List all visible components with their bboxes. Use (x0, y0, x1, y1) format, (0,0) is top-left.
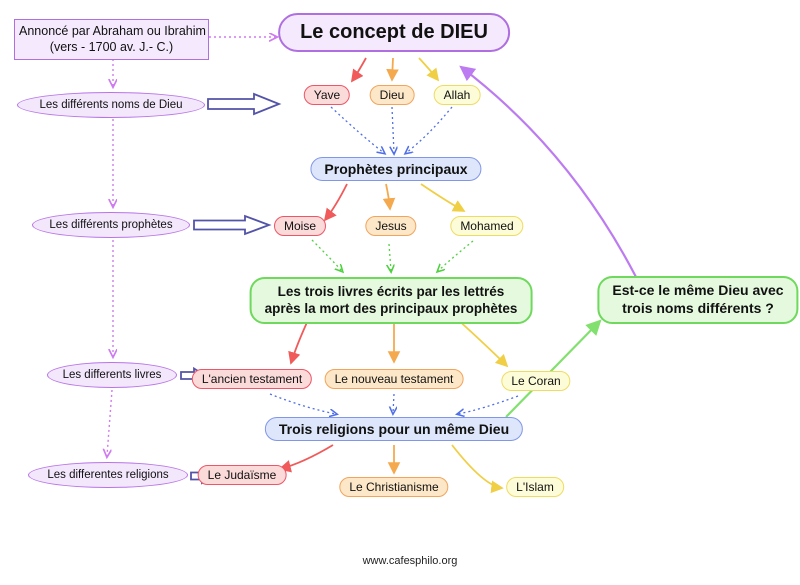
edges-booksbox-books (288, 317, 509, 368)
node-dieu: Dieu (369, 85, 415, 105)
label-prophets: Les différents prophètes (32, 212, 190, 238)
box-question-line2: trois noms différents ? (622, 299, 774, 316)
site-url: www.cafesphilo.org (362, 555, 458, 567)
annotation-box: Annoncé par Abraham ou Ibrahim (vers - 1… (14, 19, 209, 60)
node-jesus: Jesus (365, 216, 417, 236)
node-nouveau-testament: Le nouveau testament (324, 369, 464, 389)
label-names: Les différents noms de Dieu (17, 92, 205, 118)
annotation-line1: Annoncé par Abraham ou Ibrahim (19, 24, 206, 38)
hollow-arrow-names (207, 92, 282, 116)
hollow-arrow-prophets (193, 214, 272, 236)
box-books-line1: Les trois livres écrits par les lettrés (277, 284, 505, 299)
node-allah: Allah (433, 85, 481, 105)
box-question-line1: Est-ce le même Dieu avec (612, 282, 784, 298)
annotation-line2: (vers - 1700 av. J.- C.) (49, 40, 174, 55)
node-yave: Yave (303, 85, 351, 105)
node-ancien-testament: L'ancien testament (191, 369, 313, 389)
edges-prophets-booksbox (311, 239, 474, 271)
node-mohamed: Mohamed (450, 216, 524, 236)
box-books: Les trois livres écrits par les lettrés … (249, 277, 533, 324)
edge-question-title (459, 65, 637, 278)
label-religions: Les differentes religions (28, 462, 188, 488)
box-question: Est-ce le même Dieu avec trois noms diff… (597, 276, 799, 324)
node-coran: Le Coran (501, 371, 571, 391)
box-books-line2: après la mort des principaux prophètes (264, 301, 518, 317)
box-religions: Trois religions pour un même Dieu (264, 417, 524, 441)
box-prophets: Prophètes principaux (310, 157, 482, 181)
node-moise: Moise (273, 216, 327, 236)
node-christianisme: Le Christianisme (339, 477, 449, 497)
edge-religions-question (505, 319, 602, 418)
edges-prophetsbox-prophets (323, 183, 466, 222)
edges-books-religionsbox (269, 393, 519, 414)
page-title: Le concept de DIEU (278, 13, 510, 52)
edges-title-names (350, 57, 440, 83)
node-judaisme: Le Judaïsme (197, 465, 287, 485)
node-islam: L'Islam (506, 477, 564, 497)
label-books: Les differents livres (47, 362, 177, 388)
edges-names-prophetsbox (330, 106, 453, 153)
